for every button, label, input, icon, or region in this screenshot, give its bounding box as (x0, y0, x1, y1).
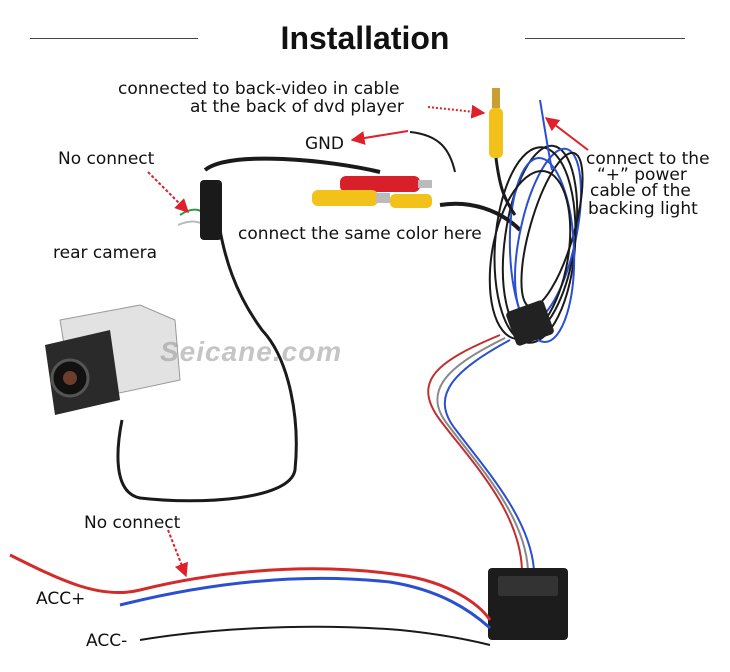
acc-minus-wire (139, 625, 491, 646)
label-power-3: cable of the (590, 181, 691, 201)
label-power-2: “+” power (597, 165, 687, 185)
acc-harness-blue (119, 576, 492, 630)
label-same-color: connect the same color here (238, 224, 482, 244)
top-cable (203, 156, 381, 174)
connector-boot (200, 180, 222, 240)
page-title: Installation (280, 20, 450, 56)
ferrite-clip (506, 300, 554, 346)
label-no-connect-bottom: No connect (84, 513, 181, 533)
label-acc-minus: ACC- (86, 631, 128, 651)
rca-plug-yellow (312, 190, 432, 208)
label-gnd: GND (305, 134, 344, 154)
relay-wire-1 (427, 334, 523, 571)
camera-cable (116, 189, 298, 503)
arrow-back-video (427, 104, 486, 119)
relay-box-lid (498, 576, 558, 596)
watermark: Seicane.com (160, 336, 343, 367)
rca-plug-red (340, 176, 432, 192)
arrow-no-connect-bottom (167, 529, 188, 578)
relay-wire-3 (443, 339, 535, 571)
label-no-connect-top: No connect (58, 149, 155, 169)
relay-wire-2 (436, 337, 529, 571)
arrow-gnd (350, 130, 409, 145)
label-back-video-1: connected to back-video in cable (118, 79, 400, 99)
arrow-power (544, 117, 589, 151)
label-power-1: connect to the (586, 149, 710, 169)
power-lead (539, 99, 553, 171)
rca-plug-yellow-top (489, 88, 517, 216)
label-power-4: backing light (588, 199, 698, 219)
label-rear-camera: rear camera (53, 243, 158, 263)
title-rule-left (30, 38, 198, 39)
acc-harness-red (9, 553, 492, 621)
gnd-wire (409, 131, 456, 173)
bundle-link-cable (439, 201, 522, 232)
title-rule-right (525, 38, 685, 39)
label-acc-plus: ACC+ (36, 589, 86, 609)
arrow-no-connect-top (147, 171, 189, 213)
camera-body (45, 304, 181, 415)
label-back-video-2: at the back of dvd player (190, 97, 404, 117)
